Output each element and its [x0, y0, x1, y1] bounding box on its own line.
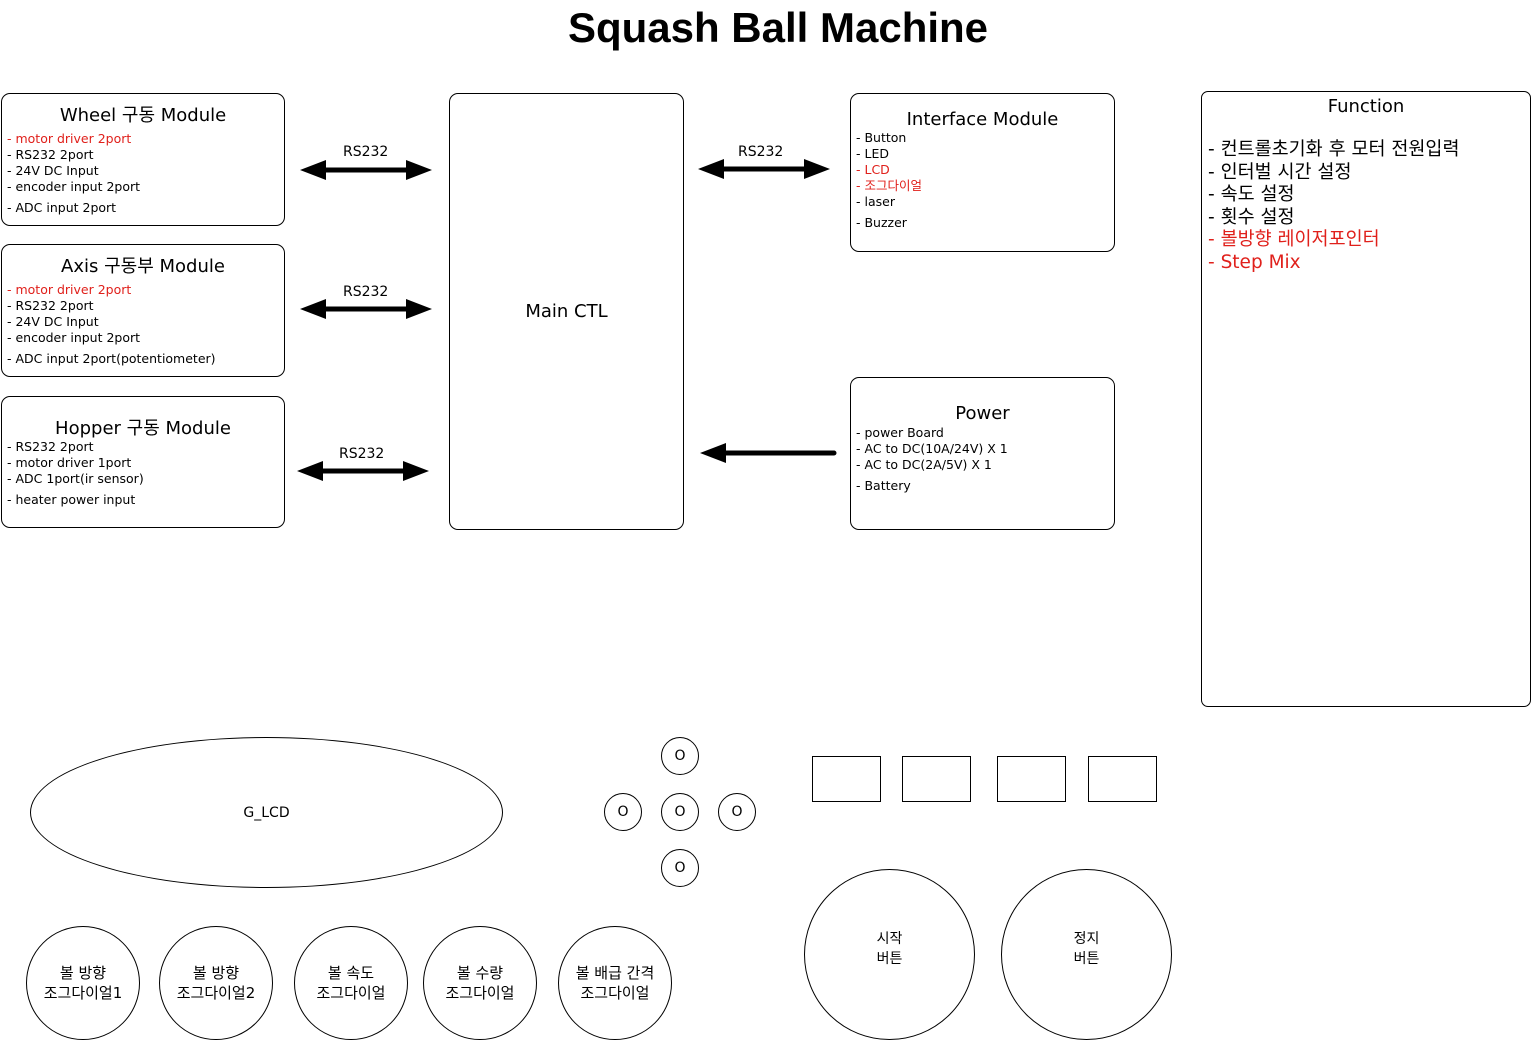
jog-dial-ball-interval[interactable]: 볼 배급 간격 조그다이얼 [558, 926, 672, 1040]
hopper-module-box: Hopper 구동 Module RS232 2portmotor driver… [1, 396, 285, 528]
power-module-items: power BoardAC to DC(10A/24V) X 1AC to DC… [856, 425, 1114, 494]
list-item: RS232 2port [7, 147, 284, 163]
dpad-center-button[interactable]: O [661, 793, 699, 831]
list-item: motor driver 1port [7, 455, 284, 471]
axis-module-items: motor driver 2portRS232 2port24V DC Inpu… [7, 282, 284, 367]
power-module-box: Power power BoardAC to DC(10A/24V) X 1AC… [850, 377, 1115, 530]
hopper-module-items: RS232 2portmotor driver 1portADC 1port(i… [7, 439, 284, 508]
axis-module-box: Axis 구동부 Module motor driver 2portRS232 … [1, 244, 285, 377]
list-item: ADC input 2port [7, 200, 284, 216]
interface-module-box: Interface Module ButtonLEDLCD조그다이얼laserB… [850, 93, 1115, 252]
axis-main-link-label: RS232 [343, 284, 389, 300]
function-items: 컨트롤초기화 후 모터 전원입력인터벌 시간 설정속도 설정횟수 설정볼방향 레… [1208, 139, 1530, 275]
indicator-slot-3 [997, 756, 1066, 802]
list-item: power Board [856, 425, 1114, 441]
list-item: motor driver 2port [7, 282, 284, 298]
main-ctl-label: Main CTL [525, 301, 608, 322]
list-item: LCD [856, 162, 1114, 178]
list-item: laser [856, 194, 1114, 210]
indicator-slot-1 [812, 756, 881, 802]
list-item: Battery [856, 478, 1114, 494]
stop-button[interactable]: 정지 버튼 [1001, 869, 1172, 1040]
axis-main-arrow [300, 299, 432, 319]
list-item: ADC input 2port(potentiometer) [7, 351, 284, 367]
list-item: motor driver 2port [7, 131, 284, 147]
interface-module-items: ButtonLEDLCD조그다이얼laserBuzzer [856, 130, 1114, 231]
power-main-arrow [700, 443, 837, 463]
indicator-slot-2 [902, 756, 971, 802]
hopper-main-arrow [297, 461, 429, 481]
dpad-left-button[interactable]: O [604, 793, 642, 831]
wheel-module-title: Wheel 구동 Module [59, 105, 227, 126]
jog-dial-ball-speed[interactable]: 볼 속도 조그다이얼 [294, 926, 408, 1040]
dpad-right-button[interactable]: O [718, 793, 756, 831]
main-interface-link-label: RS232 [738, 144, 784, 160]
start-button[interactable]: 시작 버튼 [804, 869, 975, 1040]
list-item: RS232 2port [7, 439, 284, 455]
jog-dial-ball-quantity[interactable]: 볼 수량 조그다이얼 [423, 926, 537, 1040]
list-item: 횟수 설정 [1208, 207, 1530, 230]
list-item: encoder input 2port [7, 330, 284, 346]
hopper-main-link-label: RS232 [339, 446, 385, 462]
wheel-module-box: Wheel 구동 Module motor driver 2portRS232 … [1, 93, 285, 226]
list-item: 24V DC Input [7, 314, 284, 330]
list-item: AC to DC(10A/24V) X 1 [856, 441, 1114, 457]
dpad-down-button[interactable]: O [661, 849, 699, 887]
graphic-lcd: G_LCD [30, 737, 503, 888]
list-item: 컨트롤초기화 후 모터 전원입력 [1208, 139, 1530, 162]
list-item: heater power input [7, 492, 284, 508]
list-item: 인터벌 시간 설정 [1208, 162, 1530, 185]
jog-dial-ball-direction-1[interactable]: 볼 방향 조그다이얼1 [26, 926, 140, 1040]
list-item: 볼방향 레이저포인터 [1208, 229, 1530, 252]
indicator-slot-4 [1088, 756, 1157, 802]
interface-module-title: Interface Module [906, 109, 1059, 130]
wheel-main-link-label: RS232 [343, 144, 389, 160]
axis-module-title: Axis 구동부 Module [61, 256, 225, 277]
list-item: 속도 설정 [1208, 184, 1530, 207]
dpad-up-button[interactable]: O [661, 737, 699, 775]
wheel-module-items: motor driver 2portRS232 2port24V DC Inpu… [7, 131, 284, 216]
list-item: Button [856, 130, 1114, 146]
hopper-module-title: Hopper 구동 Module [55, 418, 231, 439]
list-item: Buzzer [856, 215, 1114, 231]
list-item: 조그다이얼 [856, 178, 1114, 194]
function-panel-title: Function [1327, 96, 1405, 117]
list-item: ADC 1port(ir sensor) [7, 471, 284, 487]
main-interface-arrow [698, 159, 830, 179]
graphic-lcd-label: G_LCD [243, 804, 290, 821]
list-item: AC to DC(2A/5V) X 1 [856, 457, 1114, 473]
diagram-title: Squash Ball Machine [567, 4, 989, 51]
main-ctl-box: Main CTL [449, 93, 684, 530]
list-item: Step Mix [1208, 252, 1530, 275]
list-item: encoder input 2port [7, 179, 284, 195]
power-module-title: Power [955, 403, 1010, 424]
list-item: RS232 2port [7, 298, 284, 314]
function-panel: Function 컨트롤초기화 후 모터 전원입력인터벌 시간 설정속도 설정횟… [1201, 91, 1531, 707]
list-item: 24V DC Input [7, 163, 284, 179]
wheel-main-arrow [300, 160, 432, 180]
list-item: LED [856, 146, 1114, 162]
jog-dial-ball-direction-2[interactable]: 볼 방향 조그다이얼2 [159, 926, 273, 1040]
